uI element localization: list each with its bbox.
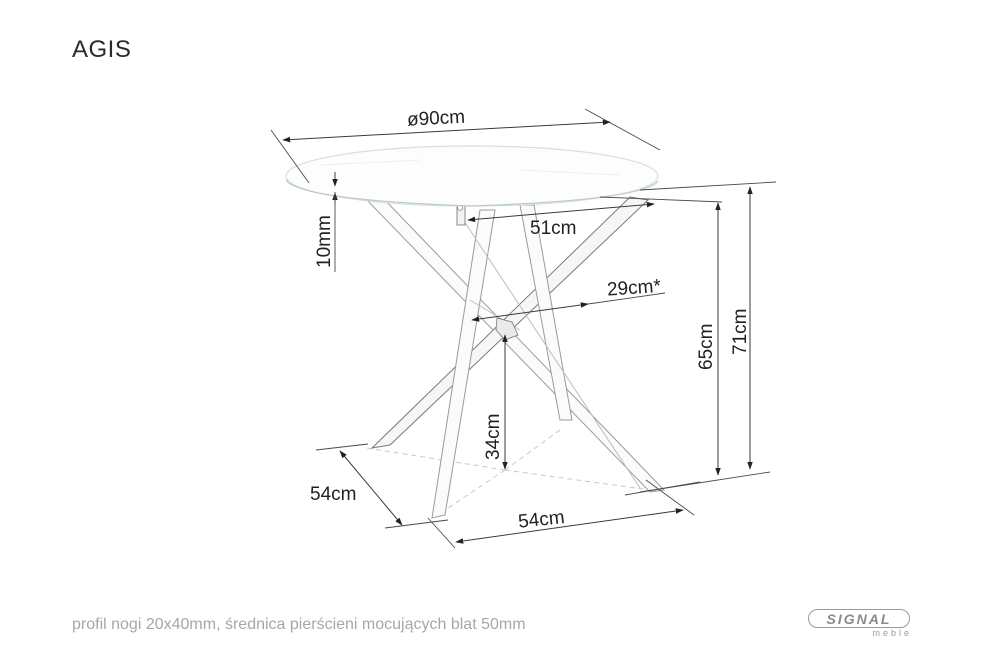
label-base-depth: 54cm (310, 484, 356, 505)
brand-logo: SIGNAL meble (808, 609, 912, 639)
dim-base-depth: 54cm (310, 443, 449, 529)
dim-ring-span: 51cm (467, 196, 723, 239)
dim-heights: 65cm 71cm (639, 181, 777, 493)
dim-cross-span: 29cm* (471, 276, 666, 322)
table-top (285, 145, 659, 207)
label-cross-span: 29cm* (606, 276, 662, 301)
table-legs (362, 196, 666, 519)
dim-thickness: 10mm (314, 172, 338, 272)
product-title: AGIS (72, 36, 132, 63)
logo-subtitle: meble (872, 628, 912, 638)
label-height-under-top: 65cm (696, 324, 717, 370)
dim-base-width: 54cm (427, 479, 701, 549)
label-base-width: 54cm (517, 507, 565, 533)
logo-outline (808, 609, 910, 628)
spec-footnote: profil nogi 20x40mm, średnica pierścieni… (72, 616, 526, 633)
logo-wordmark: SIGNAL (826, 611, 892, 627)
label-cross-height: 34cm (483, 414, 504, 460)
label-total-height: 71cm (730, 309, 751, 355)
dim-diameter: ø90cm (270, 107, 661, 184)
label-diameter: ø90cm (407, 107, 466, 131)
dim-cross-height: 34cm (483, 334, 508, 470)
label-thickness: 10mm (314, 215, 335, 268)
label-ring-span: 51cm (530, 218, 576, 239)
